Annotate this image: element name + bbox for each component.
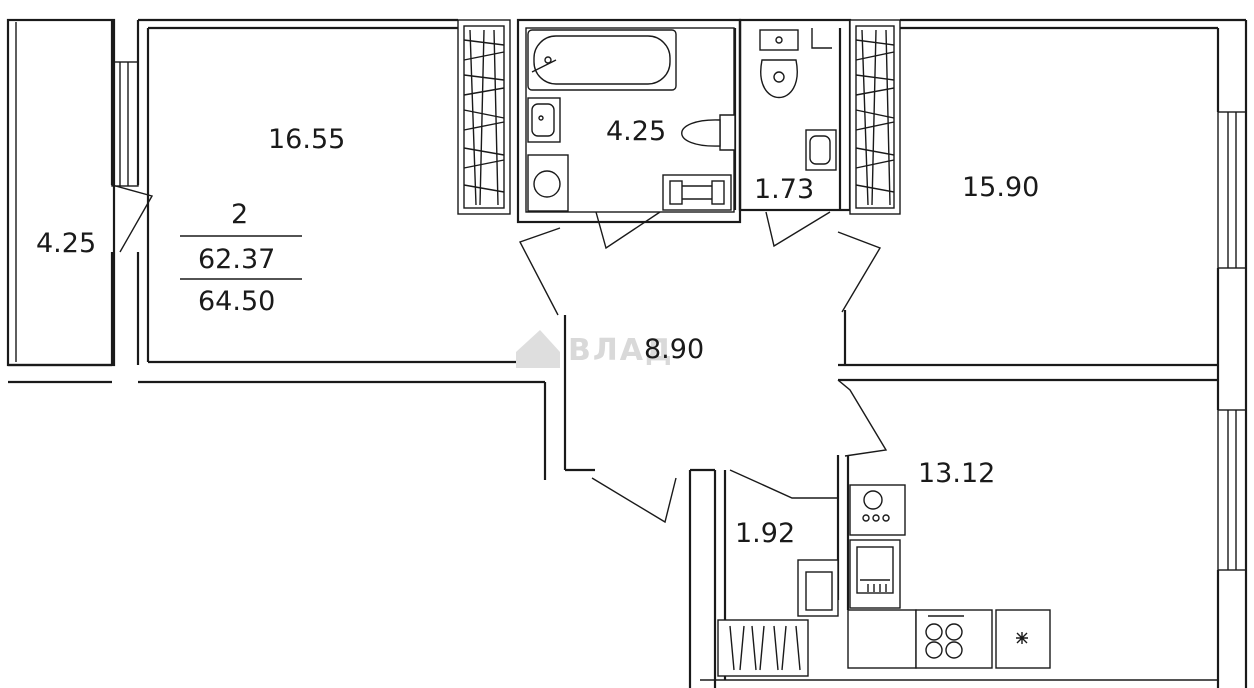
kitchen-window [1217,409,1247,571]
balcony-door [111,184,154,253]
area-balcony: 4.25 [36,228,96,259]
room-labels: 4.25 16.55 4.25 1.73 15.90 8.90 13.12 1.… [36,116,1039,549]
area-living-room: 16.55 [268,124,345,155]
balcony-outline [6,18,116,367]
watermark-text: ВЛАД [568,333,674,368]
bedroom-window [1217,111,1247,269]
bedroom-door [837,231,882,313]
kitchen-fixtures [847,484,1051,669]
kitchen-sink [849,539,901,609]
bathtub [527,29,677,91]
storage-fixtures [717,559,839,677]
apartment-summary: 2 62.37 64.50 [180,199,302,317]
area-storage: 1.92 [735,518,795,549]
balcony-window [111,61,139,187]
area-bedroom: 15.90 [962,172,1039,203]
toilet-fixtures [759,28,837,171]
entrance-door [591,477,677,524]
doors [519,211,888,524]
bathroom-toilet-tank [719,114,736,151]
kitchen-boiler [849,484,906,536]
walls [6,18,1248,688]
bathroom-door [595,211,661,250]
toilet-bowl [760,59,798,98]
total-area: 64.50 [198,286,275,317]
vent-shafts [457,19,901,215]
area-kitchen: 13.12 [918,458,995,489]
living-area: 62.37 [198,244,275,275]
kitchen-counter [847,609,917,669]
kitchen-door [837,379,888,457]
area-toilet: 1.73 [754,174,814,205]
towel-rail [662,174,732,211]
bathroom-toilet [681,119,721,147]
toilet-tank [759,29,799,51]
watermark: ВЛАД [516,330,674,368]
storage-door [729,469,838,499]
hall-door-left [519,227,561,316]
area-bathroom: 4.25 [606,116,666,147]
kitchen-stove [915,609,993,669]
bathroom-fixtures [527,29,736,212]
area-hallway: 8.90 [644,334,704,365]
rooms-count: 2 [231,199,248,230]
toilet-door [765,211,831,248]
